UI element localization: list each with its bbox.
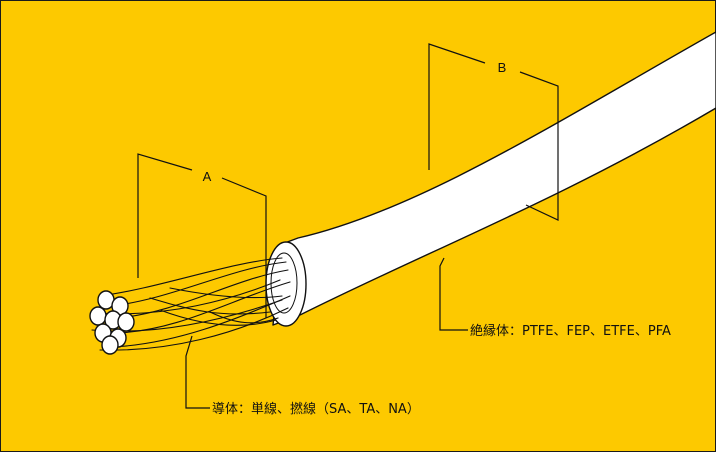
- bracket-b-frame: [428, 43, 559, 221]
- conductor-label: 導体：単線、撚線（SA、TA、NA）: [212, 401, 420, 417]
- conductor-end-faces: [89, 290, 135, 355]
- strand-end-3: [89, 306, 107, 326]
- insulation-label: 絶縁体：PTFE、FEP、ETFE、PFA: [470, 323, 671, 339]
- strand-end-8: [101, 335, 119, 355]
- strand-end-5: [117, 312, 135, 332]
- conductor-strands: [91, 257, 291, 351]
- insulation-leader-line: [439, 257, 468, 331]
- marker-b: B: [498, 60, 507, 75]
- conductor-leader-line: [185, 335, 210, 409]
- bracket-a-frame: [137, 153, 267, 318]
- insulation-inner-bore: [270, 252, 298, 314]
- marker-a: A: [203, 169, 212, 184]
